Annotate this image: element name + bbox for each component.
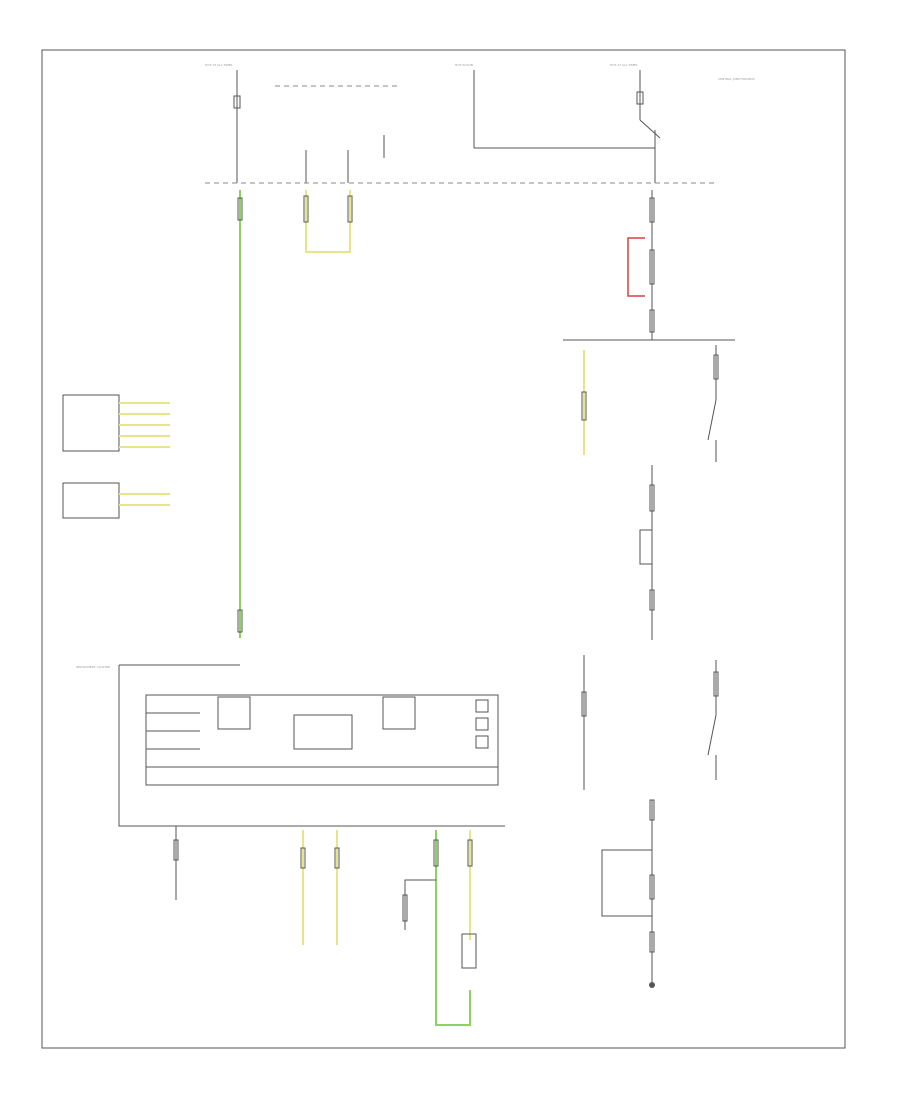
component-right-ground <box>601 849 653 917</box>
connector-bottom-branch <box>402 894 408 922</box>
connector-right-ground-a <box>649 799 655 821</box>
wire-yellow-loop <box>305 190 351 253</box>
hot-label-left: HOT AT ALL TIMES <box>205 63 233 67</box>
switch-box-lower <box>62 482 120 519</box>
connector-bottom-a <box>300 847 306 869</box>
connector-right-ground-c <box>649 931 655 953</box>
connector-loop-b <box>347 195 353 223</box>
connector-bottom-c <box>433 839 439 867</box>
diagram-border <box>41 49 846 1049</box>
wire-bottom-branch <box>404 879 436 930</box>
cluster-panel <box>145 694 499 786</box>
connector-switch-top <box>713 354 719 380</box>
connector-ground-left <box>173 839 179 861</box>
connector-right-ground-b <box>649 874 655 900</box>
connector-yellow-drop <box>581 391 587 421</box>
left-note-label: INSTRUMENT CLUSTER <box>76 665 110 669</box>
hot-label-right: HOT AT ALL TIMES <box>610 63 638 67</box>
cluster-gauge-left <box>217 696 251 730</box>
connector-right-a <box>649 197 655 223</box>
connector-right-lower-left <box>581 691 587 717</box>
connector-loop-a <box>303 195 309 223</box>
cluster-gauge-right <box>382 696 416 730</box>
component-bottom-resistor <box>461 933 477 969</box>
fuse-right <box>636 91 644 105</box>
connector-green-bottom <box>237 609 243 633</box>
connector-right-b <box>649 249 655 285</box>
cluster-outline <box>118 665 505 827</box>
connector-bottom-b <box>334 847 340 869</box>
cluster-indicator-2 <box>475 717 489 731</box>
wire-red-branch <box>627 237 645 297</box>
cluster-indicator-3 <box>475 735 489 749</box>
hot-label-center: HOT IN RUN <box>455 63 473 67</box>
switch-blade-bottom <box>707 714 717 756</box>
connector-bottom-d <box>467 839 473 867</box>
top-right-note: CENTRAL JUNCTION BOX <box>718 77 755 81</box>
switch-blade-top <box>707 399 717 441</box>
relay-switch <box>639 119 661 139</box>
connector-right-c <box>649 309 655 333</box>
connector-center-mid-b <box>649 589 655 611</box>
cluster-indicator-1 <box>475 699 489 713</box>
ground-symbol-right <box>649 982 655 988</box>
cluster-center-module <box>293 714 353 750</box>
fuse-left <box>233 95 241 109</box>
switch-box-upper <box>62 394 120 452</box>
connector-center-mid-a <box>649 484 655 512</box>
connector-switch-bottom <box>713 671 719 697</box>
component-center <box>639 529 653 565</box>
connector-green-top <box>237 197 243 221</box>
wire-green-bottom <box>435 830 471 1026</box>
